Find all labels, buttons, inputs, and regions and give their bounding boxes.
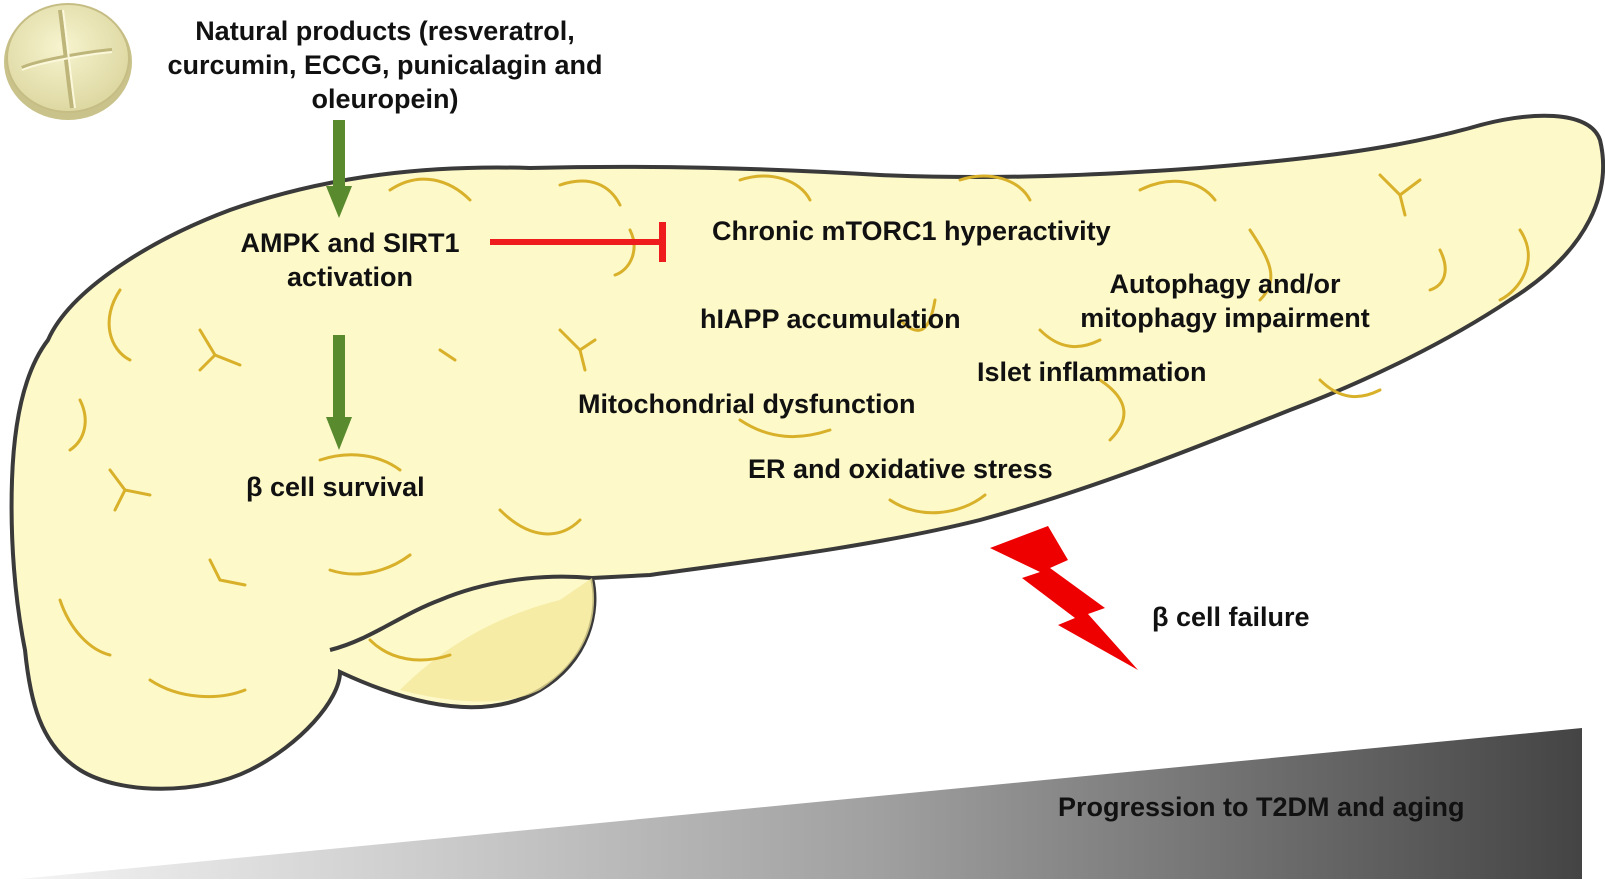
pill-icon xyxy=(4,3,132,120)
natural-products-label: Natural products (resveratrol, curcumin,… xyxy=(120,14,650,116)
failure-label: β cell failure xyxy=(1152,602,1310,632)
mitochondrial-label: Mitochondrial dysfunction xyxy=(578,389,916,419)
progression-label: Progression to T2DM and aging xyxy=(1058,792,1465,822)
pancreas-fold-shade xyxy=(400,578,595,702)
autophagy-line-1: Autophagy and/or xyxy=(1109,269,1341,299)
natural-products-line-2: curcumin, ECCG, punicalagin and xyxy=(167,50,603,80)
activation-label: AMPK and SIRT1 activation xyxy=(210,226,490,294)
er-stress-label: ER and oxidative stress xyxy=(748,454,1053,484)
pancreas-fold xyxy=(329,574,593,652)
activation-arrow-2 xyxy=(326,335,352,450)
autophagy-line-2: mitophagy impairment xyxy=(1080,303,1370,333)
inhibition-arrow xyxy=(490,222,666,262)
autophagy-label: Autophagy and/or mitophagy impairment xyxy=(1060,267,1390,335)
hiapp-label: hIAPP accumulation xyxy=(700,304,961,334)
pancreas-outline xyxy=(9,113,1605,791)
activation-line-2: activation xyxy=(286,262,414,292)
activation-arrow-1 xyxy=(326,120,352,218)
activation-line-1: AMPK and SIRT1 xyxy=(240,228,460,258)
progression-wedge xyxy=(20,728,1582,879)
survival-label: β cell survival xyxy=(246,472,425,502)
lightning-bolt-icon xyxy=(990,526,1138,670)
natural-products-line-3: oleuropein) xyxy=(311,84,459,114)
lobule-pattern xyxy=(58,173,1530,698)
inflammation-label: Islet inflammation xyxy=(977,357,1207,387)
mtorc1-label: Chronic mTORC1 hyperactivity xyxy=(712,216,1111,246)
natural-products-line-1: Natural products (resveratrol, xyxy=(195,16,575,46)
pancreas-illustration xyxy=(9,113,1605,791)
